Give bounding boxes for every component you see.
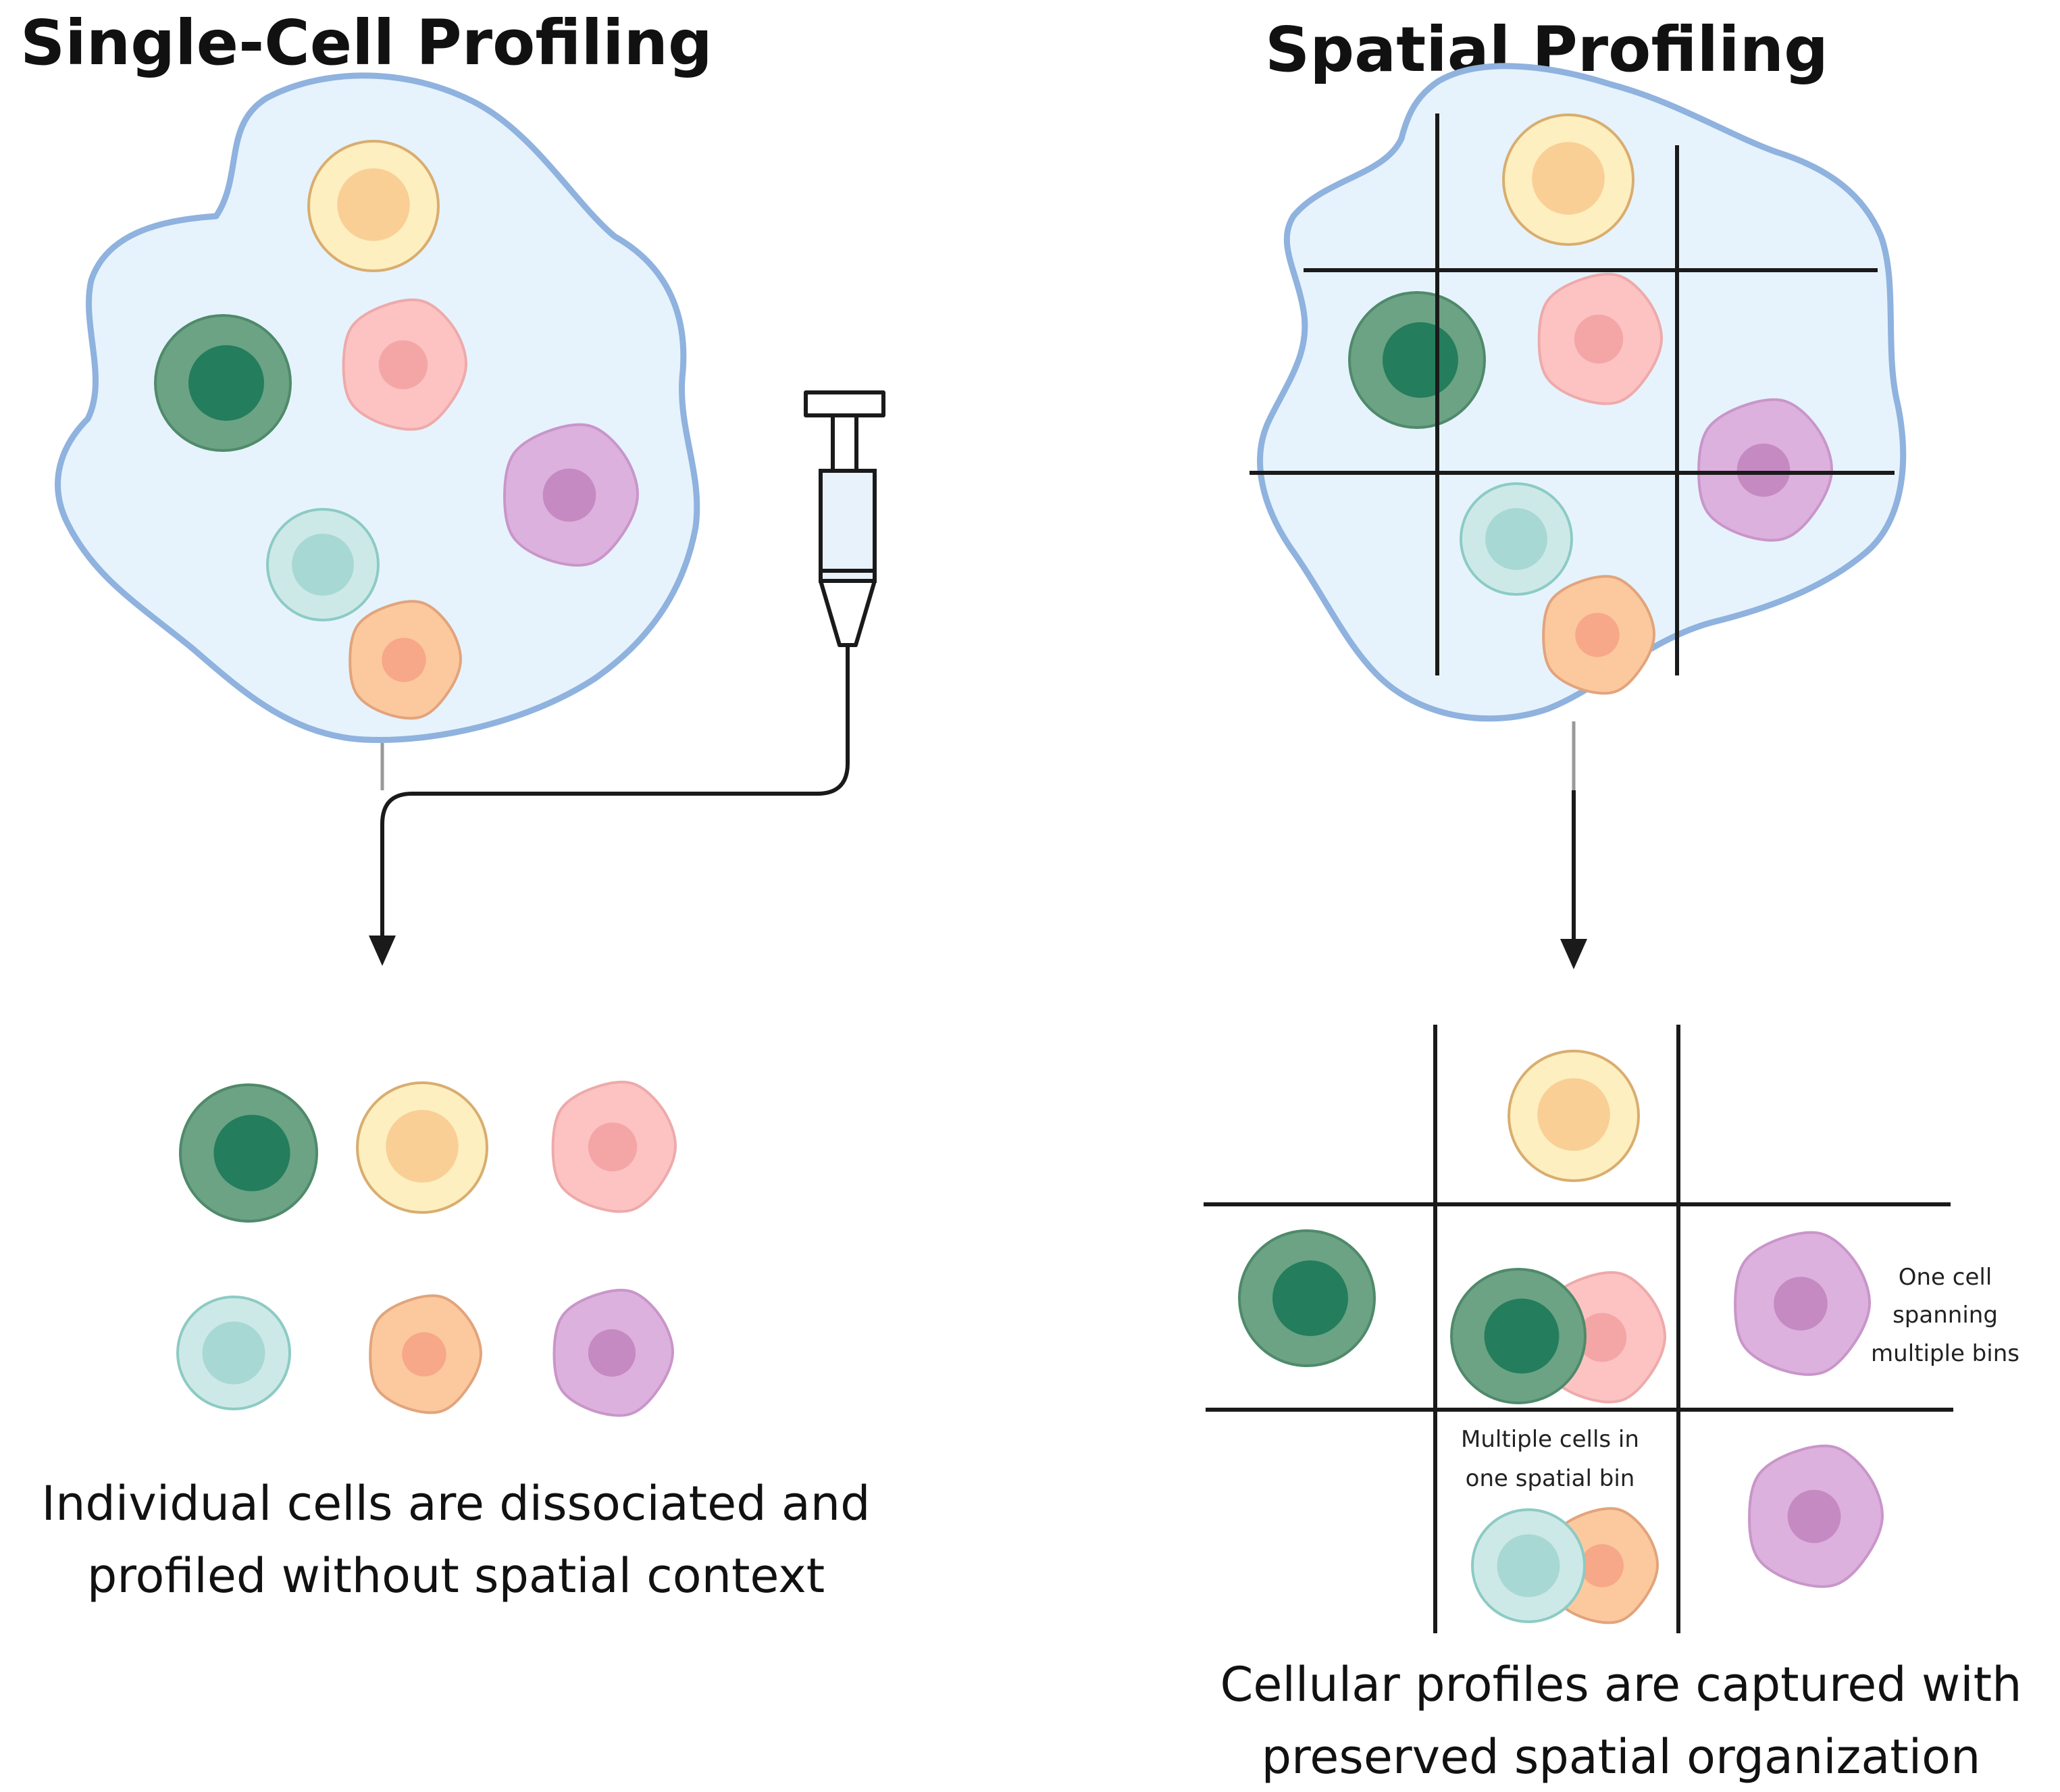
cell-nucleus (1580, 1544, 1624, 1587)
output-cell-green-left (1238, 1229, 1376, 1367)
cell-nucleus (1575, 613, 1620, 657)
cell-nucleus (292, 534, 354, 596)
cell-pink (342, 299, 468, 431)
cell-nucleus (1574, 314, 1624, 364)
cell-nucleus (378, 340, 428, 390)
cell-nucleus (337, 168, 410, 241)
single-cell-title: Single-Cell Profiling (20, 7, 713, 79)
output-cell-purple-spanning (1734, 1231, 1872, 1376)
cell-green (154, 314, 292, 452)
arrow-down-icon (1560, 939, 1587, 969)
annotation-spanning-line3: multiple bins (1871, 1340, 2019, 1367)
cell-nucleus (1485, 508, 1547, 570)
spatial-caption-line2: preserved spatial organization (1262, 1729, 1981, 1785)
spatial-grid-output (1204, 1025, 1953, 1633)
cell-nucleus (1577, 1312, 1627, 1362)
spatial-panel: Spatial Profiling (1204, 14, 2022, 1785)
output-cell-purple (1748, 1444, 1884, 1588)
cell-nucleus (386, 1110, 459, 1183)
cell-nucleus (1537, 1078, 1610, 1151)
cell-nucleus (1272, 1260, 1348, 1336)
cell-nucleus (1497, 1534, 1560, 1597)
cell-nucleus (382, 638, 426, 682)
output-cell-yellow (1508, 1050, 1640, 1182)
spatial-grid-tissue (1250, 113, 1895, 675)
syringe-icon (804, 390, 885, 647)
cell-teal (266, 508, 380, 621)
output-cell-green-overlap (1450, 1268, 1587, 1404)
dissociated-cell-teal (176, 1296, 291, 1410)
dissociated-cell-yellow (356, 1081, 488, 1214)
cell-nucleus (1736, 443, 1791, 497)
spatial-tissue-cell-purple (1697, 398, 1834, 542)
cell-nucleus (588, 1329, 636, 1377)
annotation-multiple-line1: Multiple cells in (1461, 1426, 1639, 1453)
annotation-multiple-line2: one spatial bin (1466, 1465, 1635, 1492)
annotation-spanning-line2: spanning (1892, 1302, 1998, 1329)
cell-yellow (307, 140, 440, 272)
cell-nucleus (202, 1321, 265, 1385)
cell-nucleus (188, 345, 264, 421)
cell-nucleus (402, 1332, 446, 1377)
spatial-tissue-cell-yellow (1502, 113, 1634, 246)
dissociated-cell-orange (369, 1294, 483, 1414)
dissociated-cell-green (179, 1083, 318, 1223)
annotation-spanning-line1: One cell (1899, 1264, 1992, 1291)
cell-purple (503, 423, 640, 567)
dissociated-cell-pink (551, 1081, 677, 1213)
dissociation-flow-line (380, 647, 850, 936)
cell-nucleus (542, 468, 596, 522)
cell-nucleus (1532, 142, 1605, 215)
spatial-tissue-cell-orange (1542, 575, 1656, 695)
arrow-down-icon (369, 936, 396, 966)
single-cell-caption-line1: Individual cells are dissociated and (41, 1476, 870, 1531)
cell-nucleus (1774, 1277, 1828, 1331)
output-cell-teal-overlap (1471, 1508, 1586, 1623)
spatial-tissue-cell-green (1348, 291, 1486, 429)
single-cell-caption-line2: profiled without spatial context (87, 1548, 825, 1604)
cell-nucleus (588, 1122, 638, 1172)
cell-nucleus (1484, 1298, 1560, 1374)
cell-nucleus (1787, 1489, 1841, 1543)
spatial-tissue-cell-teal (1460, 482, 1573, 596)
spatial-caption-line1: Cellular profiles are captured with (1220, 1657, 2022, 1712)
spatial-tissue-cell-pink (1537, 273, 1664, 405)
cell-nucleus (213, 1115, 290, 1192)
single-cell-panel: Single-Cell Profiling Individual cells a (20, 7, 885, 1604)
cell-orange (349, 600, 463, 720)
dissociated-cell-purple (552, 1289, 675, 1417)
cell-nucleus (1383, 322, 1458, 398)
